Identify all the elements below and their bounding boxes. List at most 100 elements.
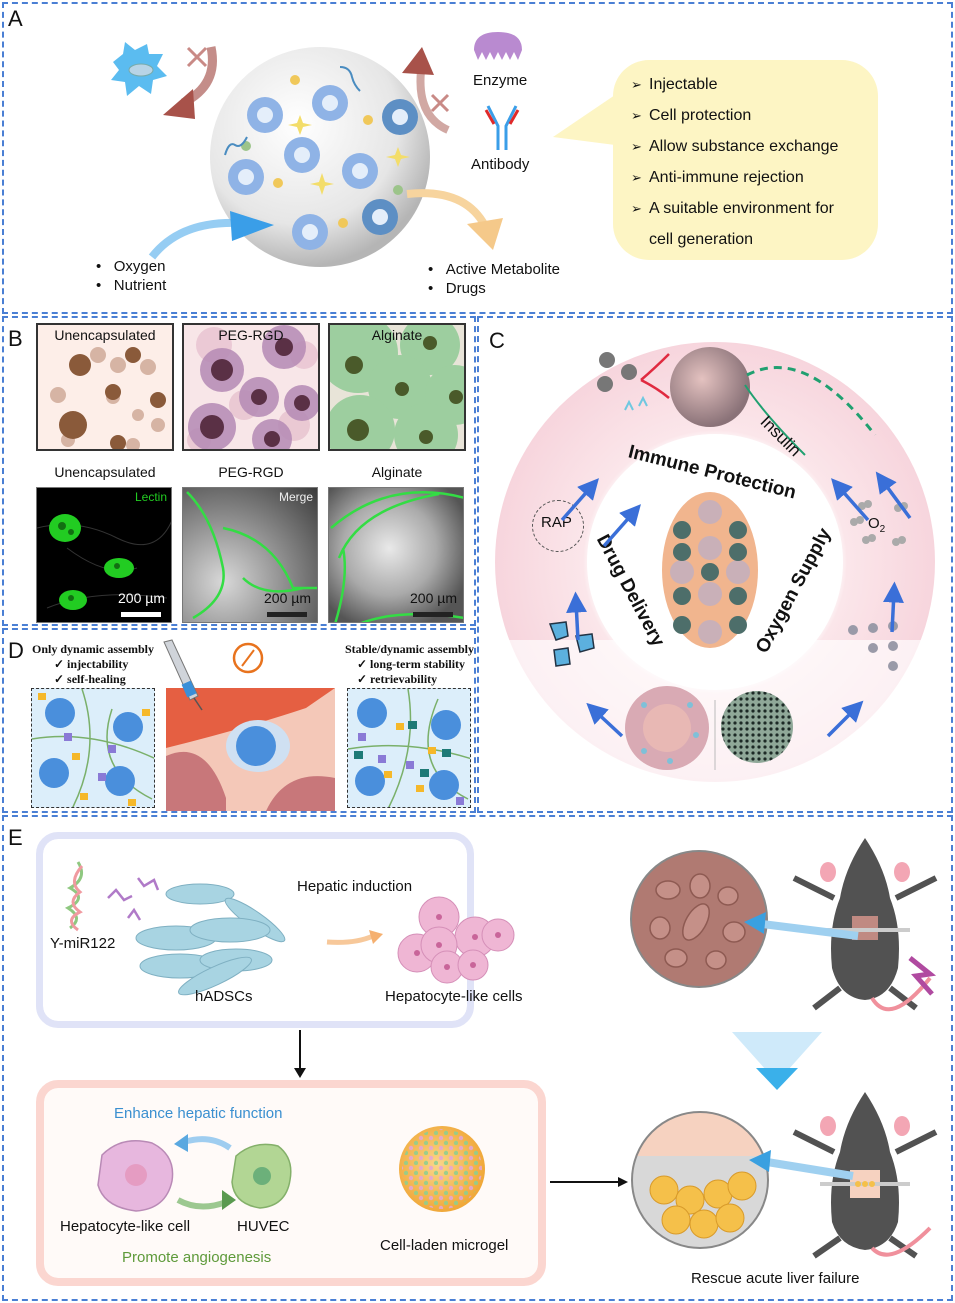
micrograph-unencapsulated: Lectin 200 µm xyxy=(36,487,172,623)
cycle-arrows xyxy=(560,471,912,738)
hepatocyte-like-cells-label: Hepatocyte-like cells xyxy=(385,988,523,1005)
scale-bar xyxy=(413,612,453,617)
merge-label: Merge xyxy=(278,490,313,504)
right-arrow-icon xyxy=(550,1177,628,1187)
micro-title-unencapsulated: Unencapsulated xyxy=(54,464,156,480)
panel-c-label: C xyxy=(489,328,505,353)
panel-e: E xyxy=(2,815,953,1301)
drug-loaded-microsphere xyxy=(625,686,709,770)
o2-label: O2 xyxy=(868,515,886,535)
scale-bar-label: 200 µm xyxy=(264,590,311,606)
feature-item: ➢Injectable xyxy=(631,76,718,93)
micrograph-alginate: 200 µm xyxy=(328,487,464,623)
y-mir122-label: Y-miR122 xyxy=(50,935,116,952)
micro-title-alginate: Alginate xyxy=(371,464,423,480)
features-list: ➢Injectable ➢Cell protection ➢Allow subs… xyxy=(631,69,838,255)
syringe-icon xyxy=(163,639,203,711)
vessel-merge-image xyxy=(186,491,317,620)
hydrogel-network-illustration xyxy=(348,689,470,807)
damaged-liver-zoom xyxy=(630,850,768,988)
alginate-capsules-illustration xyxy=(330,325,464,449)
panel-b-label: B xyxy=(8,326,23,351)
schematic-peg-rgd: PEG-RGD xyxy=(182,323,320,451)
lectin-stain-image xyxy=(37,514,171,617)
vessel-alginate-image xyxy=(330,491,463,622)
schematic-alginate: Alginate xyxy=(328,323,466,451)
drug-crystals-icon xyxy=(548,621,595,667)
islets-illustration xyxy=(50,347,166,449)
insulin-path-icon xyxy=(744,366,877,456)
islet-cell-sphere xyxy=(670,347,750,427)
down-arrow-icon xyxy=(294,1030,306,1078)
mouse-injured-icon xyxy=(792,838,938,1012)
panel-c: C xyxy=(477,316,953,813)
hepatocyte-like-cell-label: Hepatocyte-like cell xyxy=(60,1218,191,1235)
hepatic-induction-label: Hepatic induction xyxy=(297,878,413,895)
tissue-illustration xyxy=(166,688,335,811)
hepatocyte-cell-icon xyxy=(97,1140,174,1212)
capsule-sphere xyxy=(210,47,430,267)
zoom-arrow-icon xyxy=(744,912,859,940)
immune-cell-icon xyxy=(111,42,167,96)
right-check-retrievability: ✓ retrievability xyxy=(357,672,438,686)
promote-angiogenesis-label: Promote angiogenesis xyxy=(122,1249,272,1266)
antibody-label: Antibody xyxy=(471,156,530,173)
micro-title-peg-rgd: PEG-RGD xyxy=(218,464,284,480)
induction-arrow-icon xyxy=(326,930,383,945)
schematic-title-peg-rgd: PEG-RGD xyxy=(218,327,284,343)
panel-d: D xyxy=(2,628,476,813)
output-active-metabolite: • Active Metabolite xyxy=(428,261,560,278)
schematic-title-unencapsulated: Unencapsulated xyxy=(54,327,156,343)
panel-e-label: E xyxy=(8,825,23,850)
feature-item: cell generation xyxy=(649,231,754,248)
transplanted-microgel-zoom xyxy=(631,1111,769,1249)
blocked-cross-icon xyxy=(186,46,208,68)
scale-bar xyxy=(267,612,307,617)
feature-item: ➢Cell protection xyxy=(631,107,752,124)
panel-d-label: D xyxy=(8,638,24,663)
dynamic-hydrogel-zoom xyxy=(31,688,155,808)
left-check-self-healing: ✓ self-healing xyxy=(54,672,126,686)
clock-icon xyxy=(232,642,264,674)
hadscs-label: hADSCs xyxy=(195,988,253,1005)
right-check-stability: ✓ long-term stability xyxy=(357,657,466,671)
panel-a-label: A xyxy=(8,6,23,31)
panel-a: A xyxy=(2,2,953,314)
rap-molecule xyxy=(532,500,584,552)
left-assembly-title: Only dynamic assembly xyxy=(32,642,155,656)
input-nutrient: • Nutrient xyxy=(96,277,167,294)
schematic-title-alginate: Alginate xyxy=(371,327,423,343)
y-mir122-molecules-icon xyxy=(64,861,160,932)
micrograph-peg-rgd: Merge 200 µm xyxy=(182,487,318,623)
peg-capsules-illustration xyxy=(187,325,318,449)
lectin-label: Lectin xyxy=(134,490,167,504)
immune-attack-arrow-icon xyxy=(163,46,217,119)
scale-bar xyxy=(121,612,161,617)
rescue-liver-failure-label: Rescue acute liver failure xyxy=(691,1270,860,1287)
enzyme-icon xyxy=(474,32,522,60)
central-capsule xyxy=(662,492,758,648)
hydrogel-network-illustration xyxy=(32,689,154,807)
stable-hydrogel-zoom xyxy=(347,688,471,808)
huvec-cell-icon xyxy=(231,1143,292,1209)
enhance-hepatic-function-label: Enhance hepatic function xyxy=(114,1105,283,1122)
antibody-icon xyxy=(484,105,520,150)
feature-item: ➢Allow substance exchange xyxy=(631,138,839,155)
antibody-blocked-arrow-icon xyxy=(402,47,450,134)
mouse-rescued-icon xyxy=(792,1092,938,1259)
cell-laden-microgel-label: Cell-laden microgel xyxy=(380,1237,509,1254)
huvec-label: HUVEC xyxy=(237,1218,290,1235)
panel-b: B xyxy=(2,316,476,626)
nutrient-inflow-arrow-icon xyxy=(148,211,274,260)
cell-laden-microgel-icon xyxy=(399,1126,485,1212)
hadsc-cells-icon xyxy=(135,883,286,996)
porous-microsphere xyxy=(721,691,793,763)
scale-bar-label: 200 µm xyxy=(410,590,457,606)
zoom-arrow-icon xyxy=(749,1150,854,1180)
hepatocyte-cells-icon xyxy=(397,896,515,984)
input-oxygen: • Oxygen xyxy=(96,258,166,275)
tissue-injection-site xyxy=(166,688,335,811)
feature-item: ➢A suitable environment for xyxy=(631,200,834,217)
callout-pointer xyxy=(553,95,615,145)
scale-bar-label: 200 µm xyxy=(118,590,165,606)
